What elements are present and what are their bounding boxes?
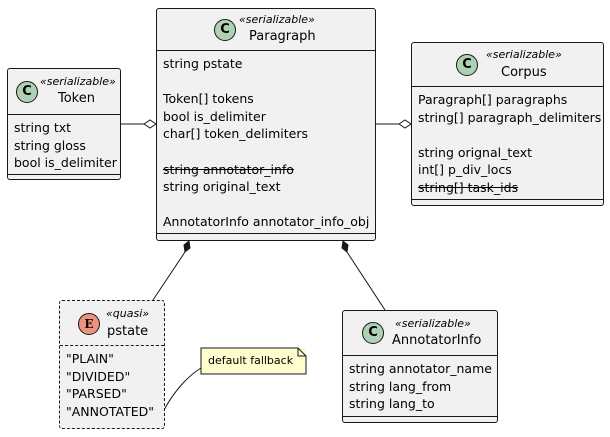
class-corpus-stereotype: «serializable» bbox=[486, 48, 562, 61]
class-token-methods bbox=[8, 174, 120, 180]
enum-pstate-stereotype: «quasi» bbox=[106, 307, 150, 320]
class-corpus[interactable]: C «serializable» Corpus Paragraph[] para… bbox=[411, 42, 604, 206]
class-annotatorinfo-methods bbox=[343, 416, 497, 422]
class-annotatorinfo-stereotype: «serializable» bbox=[395, 317, 471, 330]
field: string txt bbox=[14, 120, 72, 135]
class-icon: C bbox=[362, 322, 384, 344]
field-spacer bbox=[163, 196, 375, 214]
field: Token[] tokens bbox=[163, 91, 254, 107]
field: string lang_to bbox=[349, 396, 435, 412]
enum-pstate-header: E «quasi» pstate bbox=[60, 301, 164, 345]
field: Paragraph[] paragraphs bbox=[418, 92, 568, 107]
field: string original_text bbox=[163, 179, 281, 195]
field: string pstate bbox=[163, 56, 243, 71]
enum-value: "ANNOTATED" bbox=[66, 403, 154, 419]
class-paragraph-fields: string pstate Token[] tokens bool is_del… bbox=[157, 50, 375, 233]
field: string gloss bbox=[14, 137, 86, 153]
enum-pstate-values: "PLAIN" "DIVIDED" "PARSED" "ANNOTATED" bbox=[60, 345, 164, 428]
note-default-fallback[interactable]: default fallback bbox=[200, 347, 307, 375]
class-annotatorinfo-name: AnnotatorInfo bbox=[392, 333, 482, 348]
field: bool is_delimiter bbox=[14, 155, 117, 171]
field: bool is_delimiter bbox=[163, 108, 266, 124]
enum-value: "PARSED" bbox=[66, 386, 127, 402]
class-token-name: Token bbox=[58, 91, 95, 106]
class-token[interactable]: C «serializable» Token string txt string… bbox=[7, 68, 121, 180]
note-shape bbox=[200, 347, 307, 375]
class-icon: C bbox=[16, 81, 38, 103]
field: string lang_from bbox=[349, 378, 452, 394]
class-icon: C bbox=[456, 54, 478, 76]
class-paragraph[interactable]: C «serializable» Paragraph string pstate… bbox=[156, 8, 376, 241]
class-annotatorinfo-fields: string annotator_name string lang_from s… bbox=[343, 355, 497, 416]
field-deprecated: string[] task_ids bbox=[418, 179, 519, 195]
field-spacer bbox=[163, 73, 375, 91]
enum-value: "PLAIN" bbox=[66, 351, 114, 366]
enum-pstate[interactable]: E «quasi» pstate "PLAIN" "DIVIDED" "PARS… bbox=[59, 300, 165, 429]
field: int[] p_div_locs bbox=[418, 162, 512, 178]
class-token-fields: string txt string gloss bool is_delimite… bbox=[8, 114, 120, 174]
field-spacer bbox=[418, 126, 603, 144]
class-paragraph-name: Paragraph bbox=[249, 29, 316, 44]
class-corpus-fields: Paragraph[] paragraphs string[] paragrap… bbox=[412, 86, 603, 199]
class-annotatorinfo-header: C «serializable» AnnotatorInfo bbox=[343, 311, 497, 355]
class-icon: C bbox=[214, 19, 236, 41]
field: AnnotatorInfo annotator_info_obj bbox=[163, 214, 370, 230]
edge-paragraph-annotatorinfo bbox=[346, 251, 386, 311]
composition-diamond-annotatorinfo bbox=[341, 240, 349, 253]
class-paragraph-methods bbox=[157, 233, 375, 240]
field-deprecated: string annotator_info bbox=[163, 161, 294, 177]
aggregation-diamond-corpus bbox=[398, 119, 412, 129]
class-corpus-methods bbox=[412, 199, 603, 205]
note-text: default fallback bbox=[208, 354, 294, 367]
field-spacer bbox=[163, 143, 375, 161]
class-annotatorinfo[interactable]: C «serializable» AnnotatorInfo string an… bbox=[342, 310, 498, 423]
enum-value: "DIVIDED" bbox=[66, 368, 131, 384]
enum-pstate-name: pstate bbox=[107, 324, 149, 339]
field: string annotator_name bbox=[349, 361, 492, 376]
enum-icon: E bbox=[78, 313, 100, 335]
edge-paragraph-pstate bbox=[152, 251, 186, 301]
class-paragraph-header: C «serializable» Paragraph bbox=[157, 9, 375, 50]
class-corpus-name: Corpus bbox=[501, 65, 547, 80]
field: string orignal_text bbox=[418, 144, 533, 160]
composition-diamond-pstate bbox=[183, 240, 191, 253]
aggregation-diamond-token bbox=[143, 119, 157, 129]
class-corpus-header: C «serializable» Corpus bbox=[412, 43, 603, 86]
field: string[] paragraph_delimiters bbox=[418, 109, 602, 125]
note-connector bbox=[163, 367, 202, 411]
class-token-stereotype: «serializable» bbox=[40, 75, 116, 88]
class-token-header: C «serializable» Token bbox=[8, 69, 120, 114]
field: char[] token_delimiters bbox=[163, 126, 308, 142]
class-paragraph-stereotype: «serializable» bbox=[239, 13, 315, 26]
